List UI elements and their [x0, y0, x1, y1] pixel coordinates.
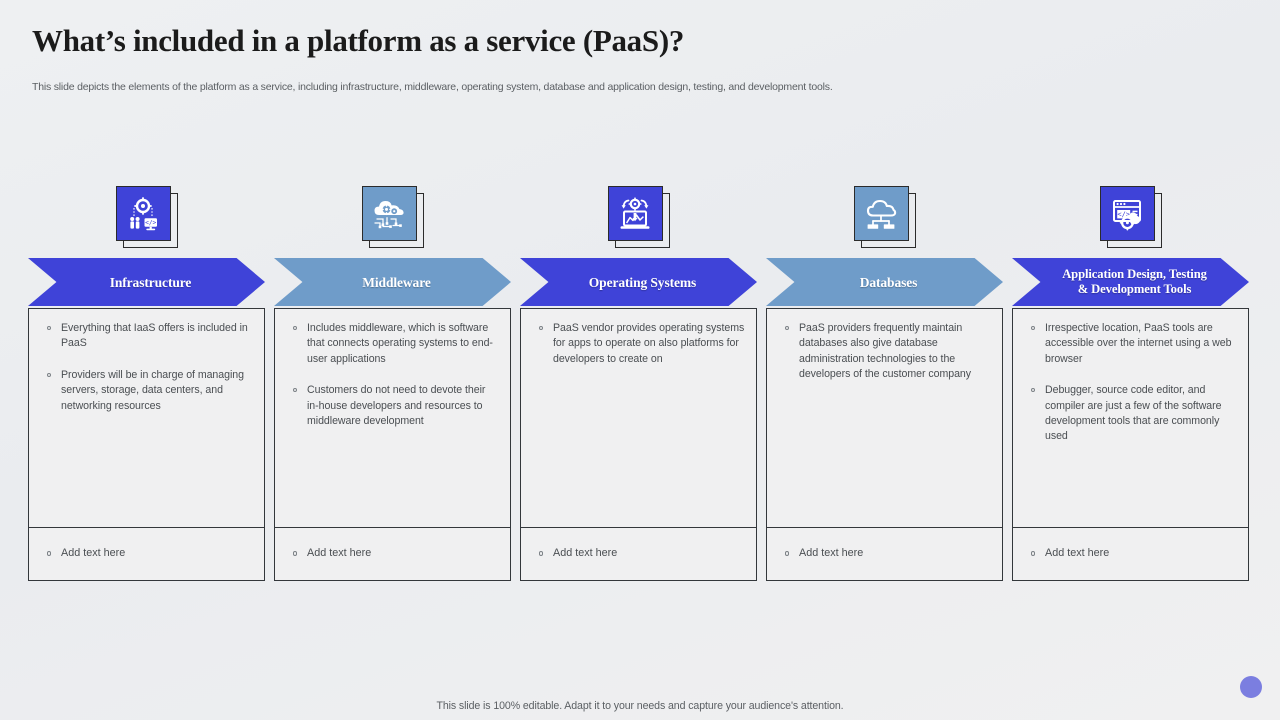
- bullet-list: Includes middleware, which is software t…: [284, 321, 499, 429]
- icon-wrap-application-tools: </>: [1012, 186, 1249, 254]
- banner-label: Databases: [859, 274, 918, 290]
- columns-container: </> Infrastructure Everything that IaaS …: [28, 186, 1252, 581]
- banner-label: Infrastructure: [109, 274, 192, 290]
- browser-code-wrench-icon: </>: [1099, 186, 1155, 241]
- icon-stack: [853, 186, 916, 248]
- bullet-list: Everything that IaaS offers is included …: [38, 321, 253, 414]
- column-operating-systems: Operating Systems PaaS vendor provides o…: [520, 186, 757, 581]
- bullet-list: Irrespective location, PaaS tools are ac…: [1022, 321, 1237, 445]
- body-box-application-tools: Irrespective location, PaaS tools are ac…: [1012, 308, 1249, 528]
- banner-label: Application Design, Testing & Developmen…: [1062, 267, 1207, 297]
- bullet-item: Irrespective location, PaaS tools are ac…: [1022, 321, 1237, 367]
- note-placeholder: Add text here: [530, 546, 617, 561]
- banner-databases[interactable]: Databases: [766, 258, 1003, 306]
- note-box-operating-systems[interactable]: Add text here: [520, 526, 757, 581]
- column-databases: Databases PaaS providers frequently main…: [766, 186, 1003, 581]
- banner-label-line1: Application Design, Testing: [1062, 267, 1207, 281]
- body-box-operating-systems: PaaS vendor provides operating systems f…: [520, 308, 757, 528]
- column-middleware: Middleware Includes middleware, which is…: [274, 186, 511, 581]
- banner-infrastructure[interactable]: Infrastructure: [28, 258, 265, 306]
- corner-dot-decoration: [1240, 676, 1262, 698]
- note-box-application-tools[interactable]: Add text here: [1012, 526, 1249, 581]
- bullet-item: Providers will be in charge of managing …: [38, 368, 253, 414]
- svg-text:</>: </>: [1117, 210, 1130, 218]
- note-box-middleware[interactable]: Add text here: [274, 526, 511, 581]
- bullet-list: PaaS vendor provides operating systems f…: [530, 321, 745, 367]
- icon-wrap-infrastructure: </>: [28, 186, 265, 254]
- column-infrastructure: </> Infrastructure Everything that IaaS …: [28, 186, 265, 581]
- banner-middleware[interactable]: Middleware: [274, 258, 511, 306]
- cloud-network-nodes-icon: [853, 186, 909, 241]
- body-box-databases: PaaS providers frequently maintain datab…: [766, 308, 1003, 528]
- note-box-infrastructure[interactable]: Add text here: [28, 526, 265, 581]
- icon-stack: </>: [1099, 186, 1162, 248]
- note-box-databases[interactable]: Add text here: [766, 526, 1003, 581]
- bullet-item: Debugger, source code editor, and compil…: [1022, 383, 1237, 445]
- banner-label: Middleware: [362, 274, 431, 290]
- icon-stack: </>: [115, 186, 178, 248]
- icon-wrap-databases: [766, 186, 1003, 254]
- laptop-gear-refresh-icon: [607, 186, 663, 241]
- note-placeholder: Add text here: [284, 546, 371, 561]
- note-placeholder: Add text here: [38, 546, 125, 561]
- note-placeholder: Add text here: [1022, 546, 1109, 561]
- bullet-item: PaaS vendor provides operating systems f…: [530, 321, 745, 367]
- banner-label-line2: & Development Tools: [1077, 282, 1192, 296]
- gear-people-monitor-icon: </>: [115, 186, 171, 241]
- cloud-gears-circuit-icon: [361, 186, 417, 241]
- bullet-item: Everything that IaaS offers is included …: [38, 321, 253, 352]
- body-box-infrastructure: Everything that IaaS offers is included …: [28, 308, 265, 528]
- icon-wrap-middleware: [274, 186, 511, 254]
- banner-operating-systems[interactable]: Operating Systems: [520, 258, 757, 306]
- column-application-design-testing-development-tools: </>: [1012, 186, 1249, 581]
- icon-stack: [607, 186, 670, 248]
- bullet-item: Customers do not need to devote their in…: [284, 383, 499, 429]
- banner-application-tools[interactable]: Application Design, Testing & Developmen…: [1012, 258, 1249, 306]
- bullet-item: PaaS providers frequently maintain datab…: [776, 321, 991, 383]
- footer-note: This slide is 100% editable. Adapt it to…: [436, 700, 844, 712]
- slide-header: What’s included in a platform as a servi…: [0, 0, 1280, 94]
- bullet-item: Includes middleware, which is software t…: [284, 321, 499, 367]
- svg-text:</>: </>: [145, 219, 156, 226]
- body-box-middleware: Includes middleware, which is software t…: [274, 308, 511, 528]
- icon-wrap-operating-systems: [520, 186, 757, 254]
- page-title: What’s included in a platform as a servi…: [32, 23, 685, 58]
- note-placeholder: Add text here: [776, 546, 863, 561]
- page-subtitle: This slide depicts the elements of the p…: [32, 81, 833, 93]
- bullet-list: PaaS providers frequently maintain datab…: [776, 321, 991, 383]
- icon-stack: [361, 186, 424, 248]
- banner-label: Operating Systems: [588, 274, 697, 290]
